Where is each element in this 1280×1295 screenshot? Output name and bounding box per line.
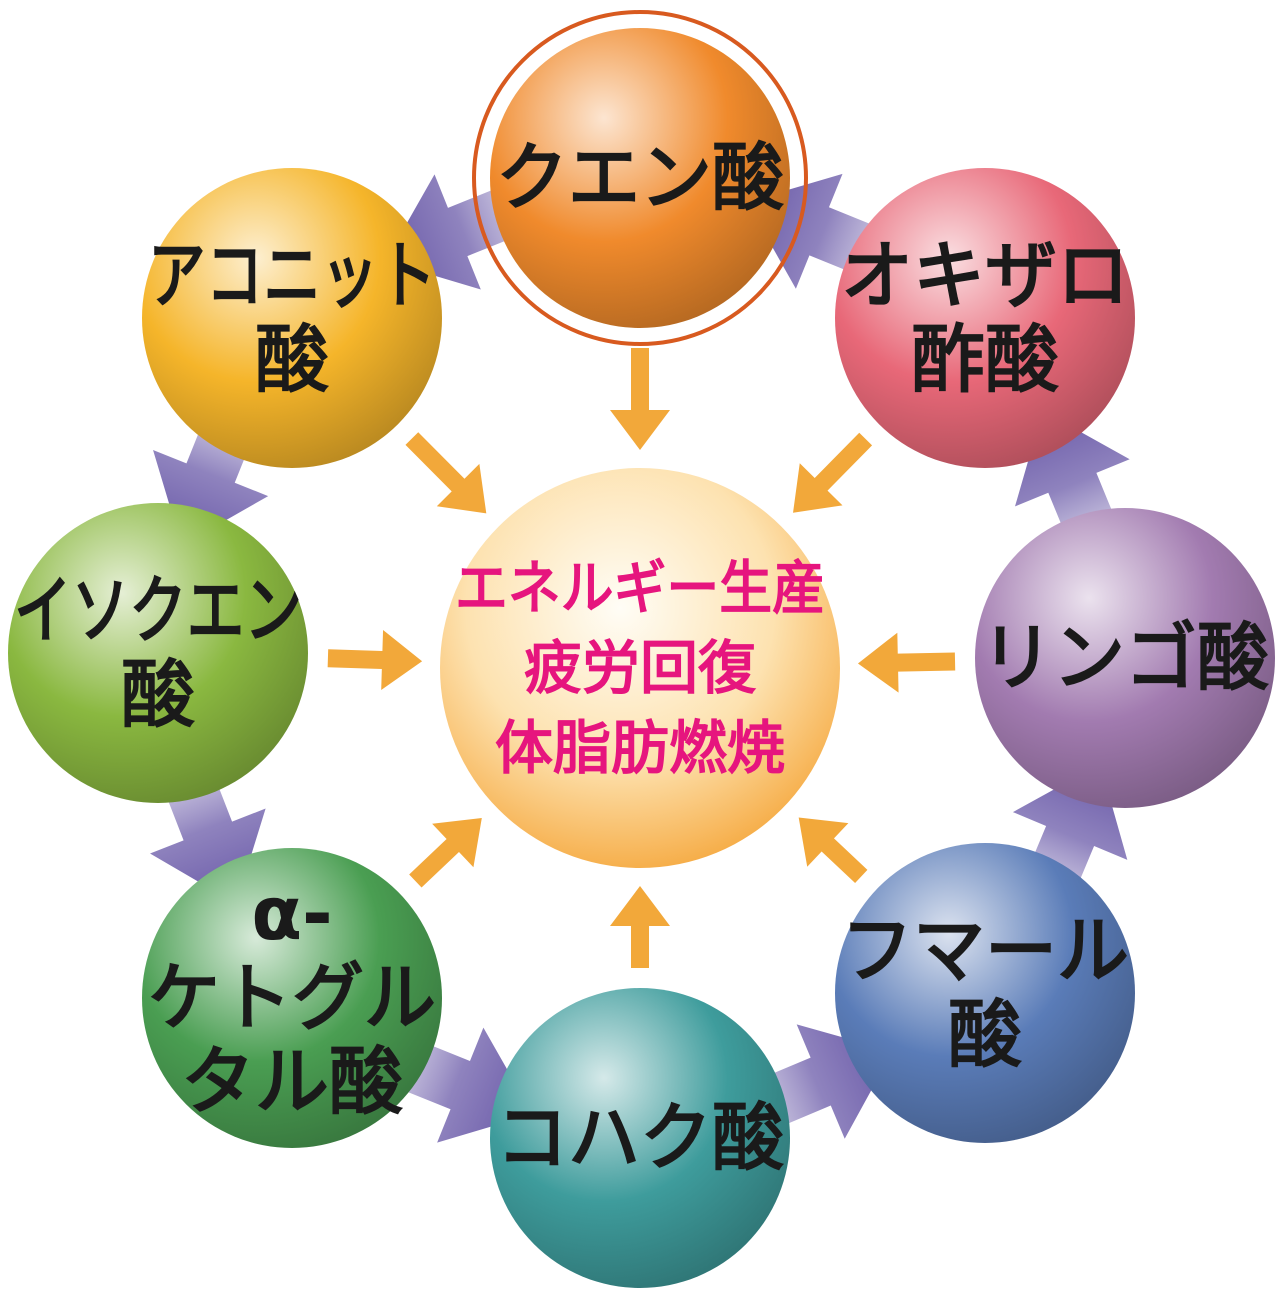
inward-arrow [405, 432, 487, 514]
node-citric: クエン酸 [472, 10, 808, 346]
node-circle [975, 508, 1275, 808]
node-label: タル酸 [181, 1039, 404, 1125]
inward-arrow [793, 432, 873, 513]
node-label: 酸 [121, 652, 196, 738]
node-circle [490, 28, 790, 328]
center-circle [440, 468, 840, 868]
inward-arrow [327, 629, 423, 690]
inward-arrow [857, 632, 956, 693]
inward-arrow [610, 886, 670, 968]
node-circle [142, 168, 442, 468]
inward-arrows [327, 348, 956, 968]
node-circle [8, 503, 308, 803]
center-label: 疲労回復 [524, 634, 757, 702]
node-circle [142, 848, 442, 1148]
cycle-nodes: クエン酸オキザロ酢酸リンゴ酸フマール酸コハク酸α-ケトグルタル酸イソクエン酸アコ… [8, 10, 1275, 1288]
node-label: リンゴ酸 [981, 615, 1270, 701]
node-circle [835, 843, 1135, 1143]
node-succinic: コハク酸 [490, 988, 790, 1288]
inward-arrow [409, 818, 482, 888]
node-malic: リンゴ酸 [975, 508, 1275, 808]
node-label: α- [251, 871, 333, 957]
node-label: 酢酸 [911, 317, 1060, 403]
center-label: エネルギー生産 [455, 554, 825, 622]
node-label: アコニット [148, 233, 436, 319]
node-label: ケトグル [148, 955, 436, 1041]
node-circle [835, 168, 1135, 468]
node-label: 酸 [948, 992, 1023, 1078]
inward-arrow [610, 348, 670, 450]
highlight-ring [472, 10, 808, 346]
node-label: 酸 [255, 317, 330, 403]
inward-arrow [798, 817, 868, 883]
node-label: コハク酸 [496, 1095, 785, 1181]
node-circle [490, 988, 790, 1288]
node-label: クエン酸 [496, 135, 785, 221]
center-label: 体脂肪燃焼 [495, 714, 785, 782]
node-label: オキザロ [841, 233, 1129, 319]
node-label: イソクエン [14, 568, 302, 654]
node-label: フマール [841, 908, 1129, 994]
